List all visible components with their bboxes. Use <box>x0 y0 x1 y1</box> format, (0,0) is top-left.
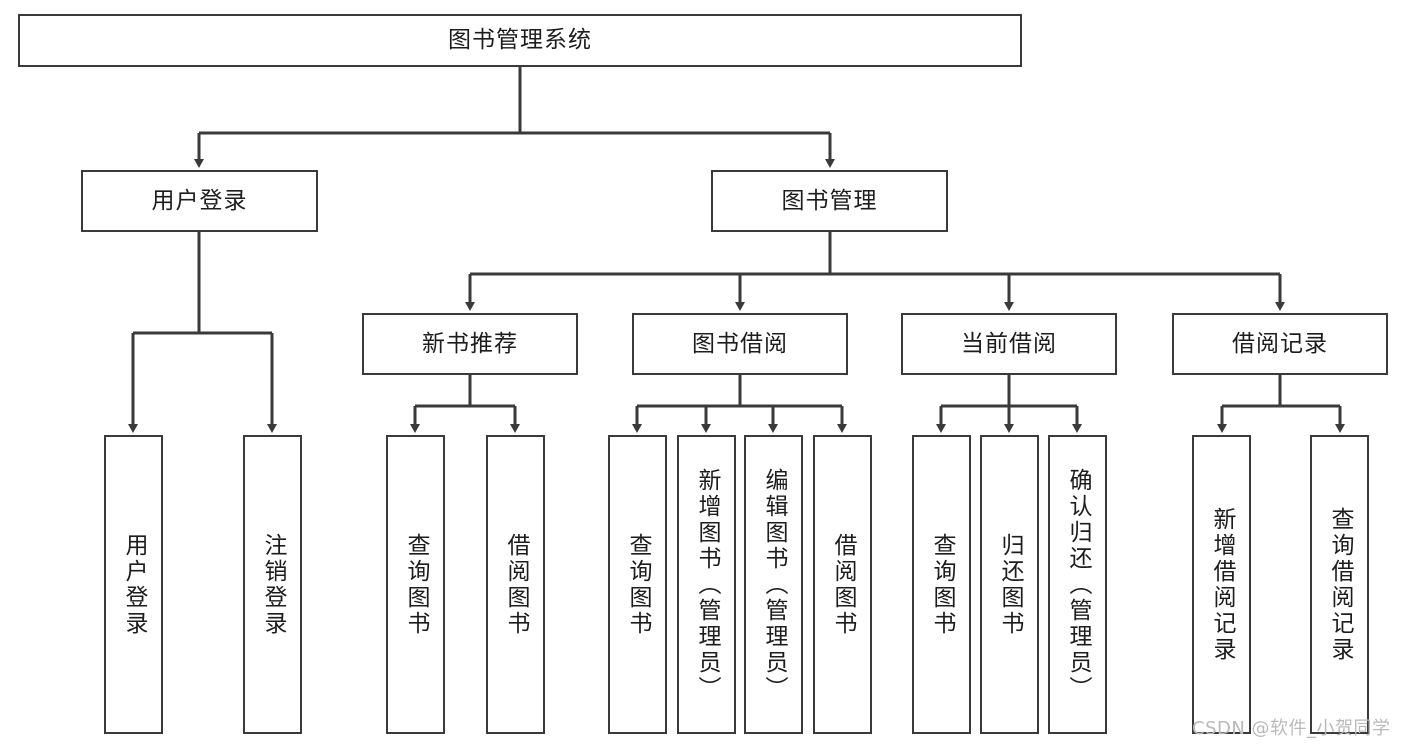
node-new-book-recommend[interactable]: 新书推荐 <box>362 313 578 375</box>
node-leaf-borrow-record-query[interactable]: 查询借阅记录 <box>1310 435 1369 734</box>
node-leaf-borrow-record-add[interactable]: 新增借阅记录 <box>1192 435 1251 734</box>
node-leaf-book-borrow-add[interactable]: 新增图书（管理员） <box>677 435 736 734</box>
node-leaf-new-book-query[interactable]: 查询图书 <box>386 435 445 734</box>
node-leaf-user-login-login[interactable]: 用户登录 <box>104 435 163 734</box>
node-label: 借阅图书 <box>503 532 529 637</box>
node-book-management[interactable]: 图书管理 <box>711 170 948 232</box>
node-label: 编辑图书（管理员） <box>761 467 787 702</box>
node-label: 图书管理 <box>781 187 878 214</box>
node-leaf-new-book-borrow[interactable]: 借阅图书 <box>486 435 545 734</box>
node-leaf-current-borrow-confirm-return[interactable]: 确认归还（管理员） <box>1048 435 1107 734</box>
node-borrow-record[interactable]: 借阅记录 <box>1172 313 1388 375</box>
node-label: 借阅图书 <box>830 532 856 637</box>
node-leaf-current-borrow-query[interactable]: 查询图书 <box>912 435 971 734</box>
node-label: 借阅记录 <box>1232 330 1328 357</box>
node-label: 注销登录 <box>260 532 286 637</box>
node-leaf-current-borrow-return[interactable]: 归还图书 <box>980 435 1039 734</box>
node-current-borrow[interactable]: 当前借阅 <box>901 313 1117 375</box>
node-label: 用户登录 <box>151 187 248 214</box>
node-label: 查询图书 <box>625 532 651 637</box>
node-book-borrow[interactable]: 图书借阅 <box>632 313 848 375</box>
node-leaf-book-borrow-query[interactable]: 查询图书 <box>608 435 667 734</box>
node-label: 查询图书 <box>403 532 429 637</box>
node-label: 归还图书 <box>997 532 1023 637</box>
node-label: 图书借阅 <box>692 330 788 357</box>
node-label: 新书推荐 <box>422 330 518 357</box>
node-label: 当前借阅 <box>961 330 1057 357</box>
node-label: 新增图书（管理员） <box>694 467 720 702</box>
node-label: 确认归还（管理员） <box>1065 467 1091 702</box>
node-leaf-book-borrow-edit[interactable]: 编辑图书（管理员） <box>744 435 803 734</box>
node-leaf-book-borrow-borrow[interactable]: 借阅图书 <box>813 435 872 734</box>
node-root-book-management-system[interactable]: 图书管理系统 <box>18 14 1022 67</box>
node-label: 图书管理系统 <box>448 27 592 54</box>
node-label: 用户登录 <box>121 532 147 637</box>
node-label: 查询图书 <box>929 532 955 637</box>
node-label: 查询借阅记录 <box>1327 506 1353 663</box>
node-user-login[interactable]: 用户登录 <box>81 170 318 232</box>
node-leaf-user-login-logout[interactable]: 注销登录 <box>243 435 302 734</box>
node-label: 新增借阅记录 <box>1209 506 1235 663</box>
